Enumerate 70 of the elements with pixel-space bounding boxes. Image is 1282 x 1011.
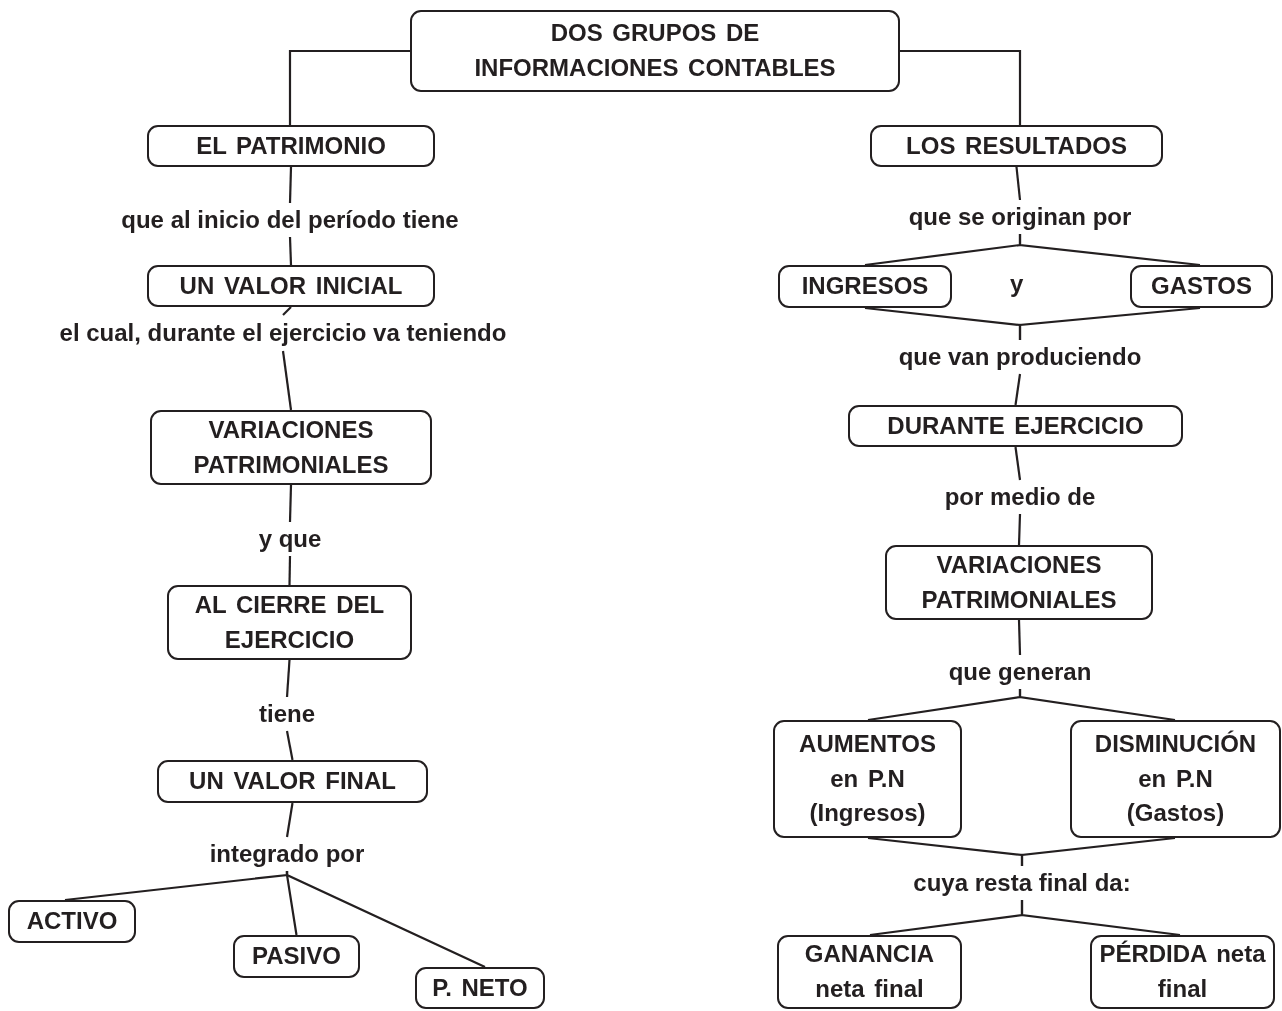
connector-line [1018,306,1201,340]
concept-box [777,935,962,1009]
concept-label: P. NETO [432,972,528,1003]
connector-line [285,659,291,698]
concept-label: VARIACIONES PATRIMONIALES [920,549,1118,615]
connector-line [282,306,292,316]
connector-line [1014,446,1022,481]
concept-box [157,760,428,803]
connector-line [1020,836,1176,866]
linking-phrase: el cual, durante el ejercicio va teniendo [0,315,566,351]
concept-label: PÉRDIDA neta final [1098,939,1267,1004]
linking-phrase: que al inicio del período tiene [20,203,560,237]
concept-box [233,935,360,978]
linking-phrase: que van produciendo [870,340,1170,374]
concept-box [410,10,900,92]
concept-label: VARIACIONES PATRIMONIALES [192,414,390,480]
concept-box [415,967,545,1009]
concept-box [848,405,1183,447]
concept-label: AUMENTOS en P.N (Ingresos) [798,728,937,829]
concept-box [147,265,435,307]
connector-line [900,49,1022,125]
concept-box [8,900,136,943]
connector-line [1017,619,1022,656]
concept-label: PASIVO [252,941,341,972]
connector-line [285,802,294,838]
connector-line [285,871,486,968]
concept-label: GANANCIA neta final [803,939,936,1004]
connector-line [64,871,289,902]
concept-label: GASTOS [1151,271,1252,302]
connector-line [288,236,293,266]
concept-box [778,265,952,308]
connector-line [288,484,293,523]
concept-box [870,125,1163,167]
connector-line [1017,513,1022,546]
concept-label: INGRESOS [801,271,929,302]
concept-box [167,585,412,660]
connector-line [1014,373,1022,406]
concept-label: DISMINUCIÓN en P.N (Gastos) [1093,728,1258,829]
linking-phrase: tiene [187,697,387,731]
connector-line [288,166,293,204]
connector-line [281,350,293,411]
concept-label: DURANTE EJERCICIO [887,410,1144,441]
concept-label: DOS GRUPOS DE INFORMACIONES CONTABLES [473,18,837,83]
concept-label: ACTIVO [26,906,118,937]
concept-box [150,410,432,485]
concept-label: LOS RESULTADOS [906,130,1127,161]
connector-line [288,556,292,585]
linking-phrase: que se originan por [870,200,1170,234]
concept-label: UN VALOR INICIAL [179,270,403,301]
concept-box [147,125,435,167]
linking-phrase: por medio de [870,480,1170,514]
connector-line [1015,166,1022,201]
concept-label: AL CIERRE DEL EJERCICIO [193,589,386,655]
conjunction-text: y [1010,270,1024,298]
concept-box [773,720,962,838]
concept-box [1070,720,1281,838]
connector-line [1018,689,1176,722]
connector-line [288,49,410,125]
linking-phrase: integrado por [137,837,437,871]
connector-line [1020,900,1181,937]
linking-phrase: que generan [870,655,1170,689]
connector-line [285,730,294,761]
connector-line [1018,234,1201,267]
linking-phrase: y que [190,522,390,556]
concept-label: UN VALOR FINAL [189,766,396,797]
concept-box [885,545,1153,620]
concept-label: EL PATRIMONIO [196,130,386,161]
concept-box [1090,935,1275,1009]
linking-phrase: cuya resta final da: [860,866,1184,900]
concept-box [1130,265,1273,308]
